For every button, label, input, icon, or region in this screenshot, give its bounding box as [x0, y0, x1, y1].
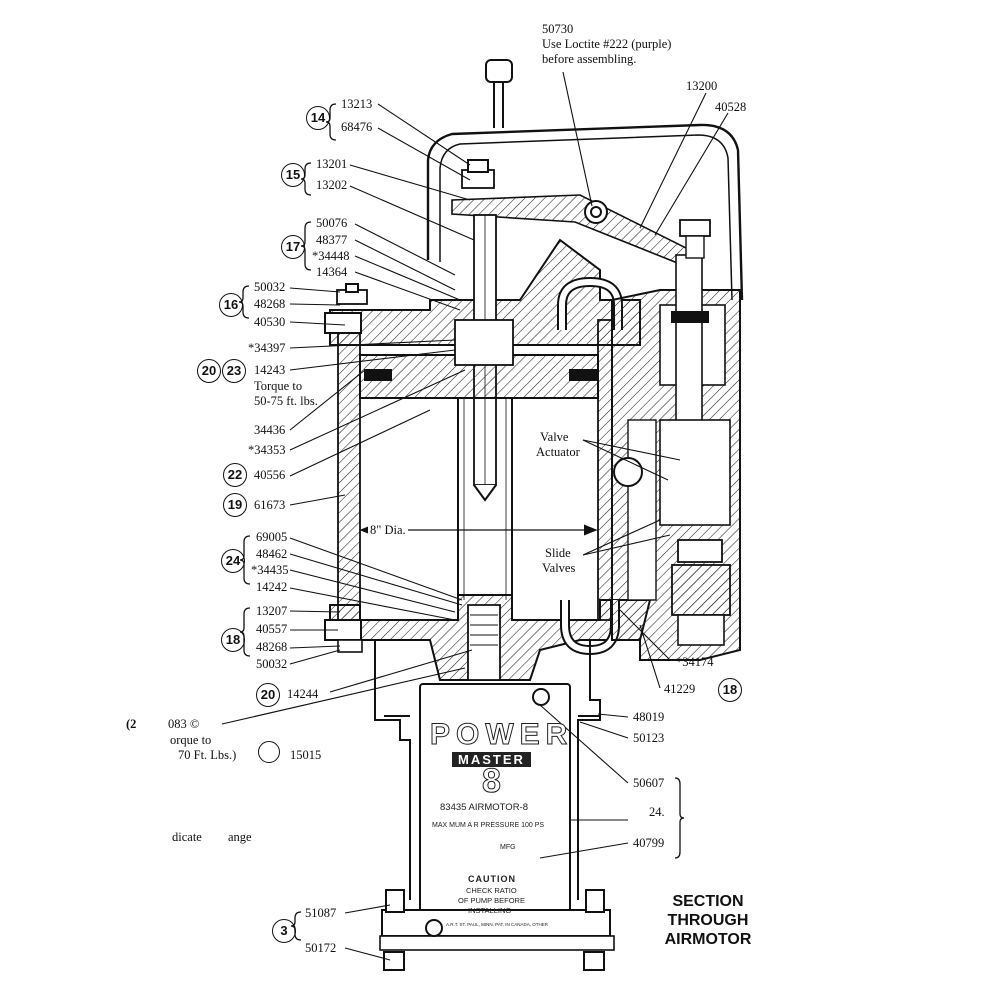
- part-51087: 51087: [305, 906, 337, 920]
- part-14242: 14242: [256, 580, 288, 594]
- nameplate-caution-2: OF PUMP BEFORE: [458, 896, 525, 905]
- callout-16: 16: [219, 293, 243, 317]
- part-50032-top: 50032: [254, 280, 286, 294]
- partial-callout: (2: [126, 717, 137, 731]
- partial-part: 083 ©: [168, 717, 200, 731]
- part-68476: 68476: [341, 120, 373, 134]
- part-34435: *34435: [251, 563, 289, 577]
- torque-line1: Torque to: [254, 379, 303, 393]
- part-13213: 13213: [341, 97, 373, 111]
- part-34397: *34397: [248, 341, 286, 355]
- loctite-part: 50730: [542, 22, 574, 36]
- part-13201: 13201: [316, 157, 348, 171]
- part-14243: 14243: [254, 363, 286, 377]
- callout-20-top: 20: [197, 359, 221, 383]
- part-50032-bottom: 50032: [256, 657, 288, 671]
- part-13200: 13200: [686, 79, 718, 93]
- part-24: 24.: [649, 805, 665, 819]
- valve-actuator-line2: Actuator: [536, 445, 580, 459]
- nameplate-caution-1: CHECK RATIO: [466, 886, 517, 895]
- part-14364: 14364: [316, 265, 348, 279]
- part-34448: *34448: [312, 249, 350, 263]
- partial-torque: orque to: [170, 733, 212, 747]
- callout-17: 17: [281, 235, 305, 259]
- nameplate-brand: POWER: [429, 718, 574, 752]
- callout-18-right: 18: [718, 678, 742, 702]
- callout-24: 24: [221, 549, 245, 573]
- nameplate-number: 8: [482, 762, 502, 801]
- partial-change: ange: [228, 830, 252, 844]
- partial-ftlbs: 70 Ft. Lbs.): [178, 748, 237, 762]
- part-34353: *34353: [248, 443, 286, 457]
- nameplate-master: MASTER: [452, 752, 531, 767]
- torque-note: Torque to 50-75 ft. lbs.: [254, 379, 318, 409]
- title-line-1: SECTION: [672, 893, 744, 910]
- callout-23: 23: [222, 359, 246, 383]
- nameplate-footer: A.R.T. ST. PAUL, MINN. PAT. IN CANADA, O…: [446, 922, 549, 927]
- piston: [359, 354, 599, 399]
- part-40530: 40530: [254, 315, 286, 329]
- part-48268-top: 48268: [254, 297, 286, 311]
- callout-14: 14: [306, 106, 330, 130]
- nameplate-pressure: MAX MUM A R PRESSURE 100 PS: [432, 822, 545, 829]
- callout-18-left: 18: [221, 628, 245, 652]
- part-40528: 40528: [715, 100, 747, 114]
- loctite-note: 50730 Use Loctite #222 (purple) before a…: [542, 22, 671, 67]
- callout-19: 19: [223, 493, 247, 517]
- nameplate-model: 83435 AIRMOTOR-8: [440, 802, 529, 813]
- callout-22: 22: [223, 463, 247, 487]
- part-34436: 34436: [254, 423, 286, 437]
- part-13202: 13202: [316, 178, 348, 192]
- part-50172: 50172: [305, 941, 337, 955]
- part-50123: 50123: [633, 731, 665, 745]
- partial-indicate: dicate: [172, 830, 202, 844]
- base-plate: [381, 909, 611, 937]
- part-40799: 40799: [633, 836, 665, 850]
- part-14244: 14244: [287, 687, 319, 701]
- handle-knob: [485, 59, 513, 83]
- part-50076: 50076: [316, 216, 348, 230]
- part-40557: 40557: [256, 622, 288, 636]
- part-34174: *34174: [676, 655, 714, 669]
- part-69005: 69005: [256, 530, 288, 544]
- part-15015: 15015: [290, 748, 322, 762]
- nameplate-maker: MFG: [500, 844, 516, 851]
- diagram-title: SECTION THROUGH AIRMOTOR: [648, 892, 768, 949]
- callout-3: 3: [272, 919, 296, 943]
- nameplate-caution: CAUTION: [468, 874, 516, 884]
- part-48377: 48377: [316, 233, 348, 247]
- partial-circle: [258, 741, 280, 763]
- part-48019: 48019: [633, 710, 665, 724]
- loctite-line1: Use Loctite #222 (purple): [542, 37, 672, 51]
- part-41229: 41229: [664, 682, 696, 696]
- callout-20-bottom: 20: [256, 683, 280, 707]
- slide-valves-label: Slide Valves: [542, 546, 575, 576]
- slide-valves-line2: Valves: [542, 561, 576, 575]
- callout-15: 15: [281, 163, 305, 187]
- title-line-2: THROUGH: [667, 912, 749, 929]
- part-48268-bottom: 48268: [256, 640, 288, 654]
- slide-valves-line1: Slide: [545, 546, 571, 560]
- part-50607: 50607: [633, 776, 665, 790]
- part-13207: 13207: [256, 604, 288, 618]
- part-48462: 48462: [256, 547, 288, 561]
- part-61673: 61673: [254, 498, 286, 512]
- valve-actuator-label: Valve Actuator: [536, 430, 580, 460]
- torque-line2: 50-75 ft. lbs.: [254, 394, 318, 408]
- title-line-3: AIRMOTOR: [664, 931, 752, 948]
- dia-label: 8" Dia.: [368, 523, 408, 537]
- nameplate-caution-3: INSTALLING: [468, 906, 512, 915]
- valve-actuator-line1: Valve: [540, 430, 569, 444]
- part-40556: 40556: [254, 468, 286, 482]
- loctite-line2: before assembling.: [542, 52, 637, 66]
